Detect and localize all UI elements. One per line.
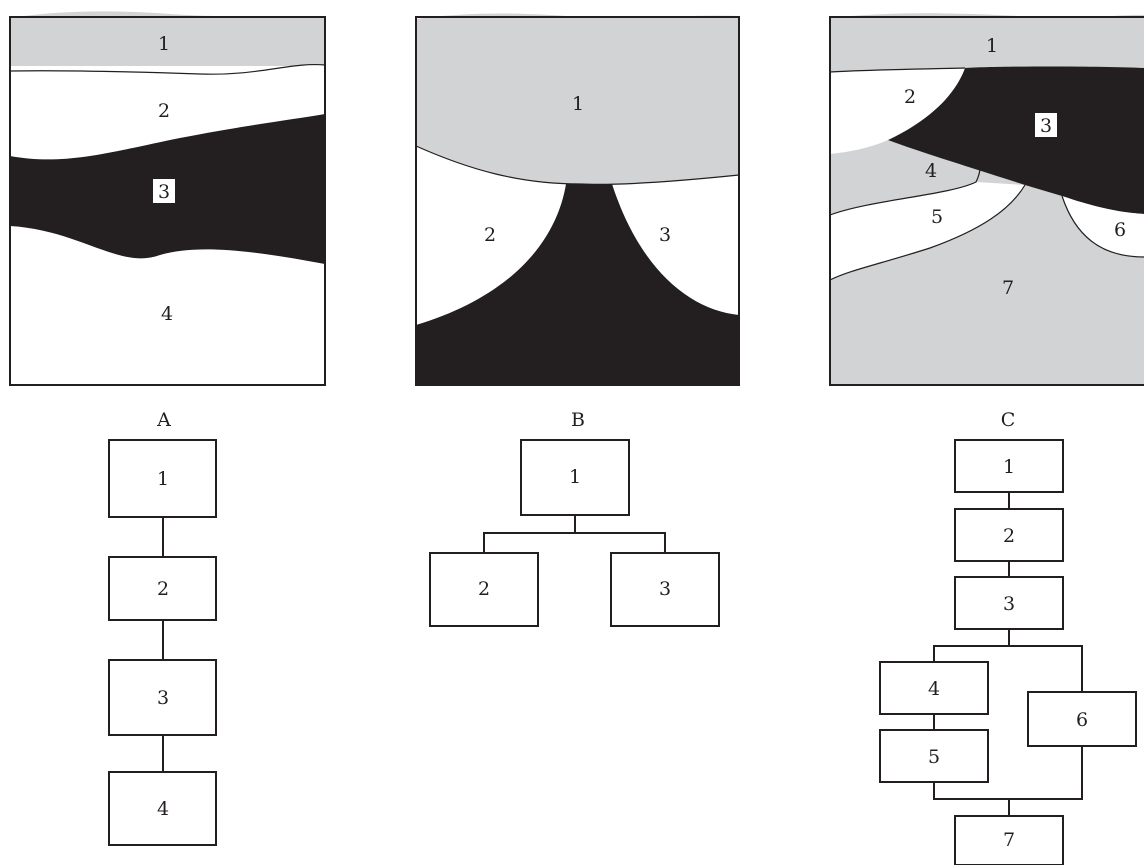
panel-c-unit-1-label: 1 (986, 35, 998, 57)
tree-b-edge-1-2-3 (484, 533, 665, 553)
tree-b: 1 2 3 (430, 440, 719, 626)
tree-c-node-4: 4 (928, 678, 940, 700)
tree-c-node-5: 5 (928, 746, 940, 768)
panel-b-section: 1 2 3 (416, 13, 739, 385)
panel-c-unit-4-label: 4 (925, 160, 937, 182)
panel-b-lower-dark-region (416, 184, 739, 385)
panel-c-unit-6-label: 6 (1114, 219, 1126, 241)
tree-a: 1 2 3 4 (109, 440, 216, 845)
tree-c-node-6: 6 (1076, 709, 1088, 731)
tree-a-node-2: 2 (157, 578, 169, 600)
panel-c-unit-2-label: 2 (904, 86, 916, 108)
tree-c-node-7: 7 (1003, 829, 1015, 851)
tree-b-node-3: 3 (659, 578, 671, 600)
panel-a-unit-4-label: 4 (161, 303, 173, 325)
panel-a-unit-3-label: 3 (158, 181, 170, 203)
panel-a-caption: A (156, 409, 171, 431)
tree-a-node-1: 1 (157, 468, 169, 490)
tree-a-node-4: 4 (157, 798, 169, 820)
tree-b-node-1: 1 (569, 466, 581, 488)
panel-b-unit-1-label: 1 (572, 93, 584, 115)
panel-b-unit-2-label: 2 (484, 224, 496, 246)
panel-a-unit-2-label: 2 (158, 100, 170, 122)
panel-c-caption: C (1001, 409, 1016, 431)
tree-c: 1 2 3 4 5 6 7 (880, 440, 1136, 865)
panel-c-unit-7-label: 7 (1002, 277, 1014, 299)
tree-c-node-2: 2 (1003, 525, 1015, 547)
tree-c-node-1: 1 (1003, 456, 1015, 478)
panel-b-unit-3-label: 3 (659, 224, 671, 246)
tree-a-node-3: 3 (157, 687, 169, 709)
panel-a-unit-1-label: 1 (158, 33, 170, 55)
panel-c-section: 1 2 3 4 5 6 7 (830, 13, 1144, 385)
panel-b-caption: B (571, 409, 585, 431)
tree-b-node-2: 2 (478, 578, 490, 600)
tree-c-node-3: 3 (1003, 593, 1015, 615)
panel-a-section: 1 2 3 4 (10, 11, 325, 385)
panel-c-unit-3-label: 3 (1040, 115, 1052, 137)
panel-c-unit-5-label: 5 (931, 206, 943, 228)
